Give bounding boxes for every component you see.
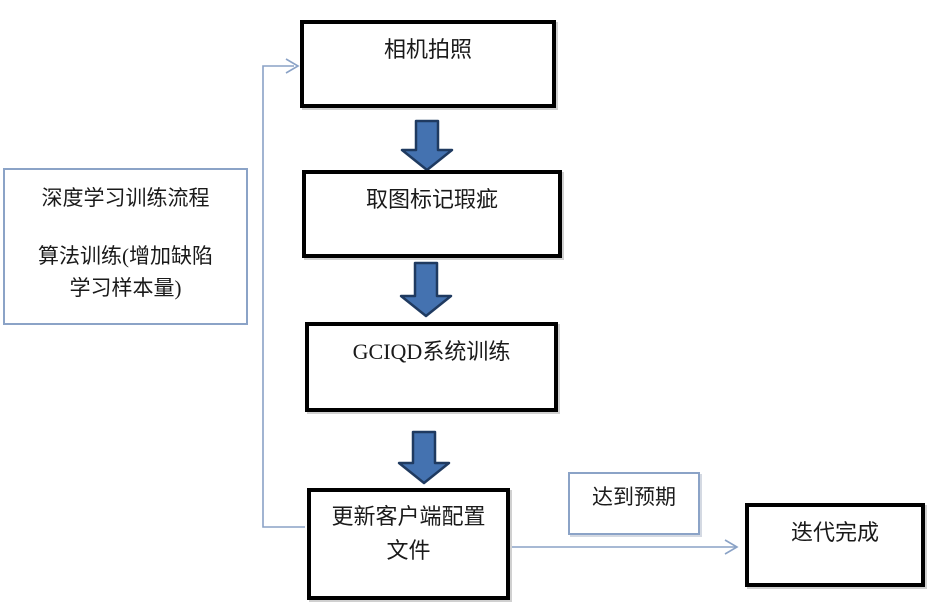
node-system-training-label: GCIQD系统训练 (352, 339, 511, 364)
down-arrow-icon-camera-to-mark (400, 119, 454, 172)
label-expectation-met-text: 达到预期 (592, 485, 676, 509)
down-arrow-icon-train-to-update (397, 430, 451, 485)
note-blank-line (5, 214, 246, 240)
node-camera-capture-label: 相机拍照 (383, 37, 472, 62)
loop-connector-arrowhead-icon (285, 58, 300, 74)
note-training-process-line1: 深度学习训练流程 (41, 186, 210, 210)
node-update-config-label-line1: 更新客户端配置 (331, 504, 486, 529)
note-training-process: 深度学习训练流程 算法训练(增加缺陷 学习样本量) (3, 168, 248, 325)
down-arrow-icon-mark-to-train (399, 261, 453, 318)
node-update-config: 更新客户端配置 文件 (307, 488, 510, 600)
done-connector-arrowhead-icon (724, 539, 739, 555)
loop-connector (262, 65, 305, 528)
node-system-training: GCIQD系统训练 (305, 322, 558, 412)
node-mark-defects-label: 取图标记瑕疵 (365, 187, 498, 212)
node-mark-defects: 取图标记瑕疵 (302, 170, 562, 258)
node-iteration-done: 迭代完成 (745, 503, 925, 587)
node-iteration-done-label: 迭代完成 (790, 520, 879, 545)
node-update-config-label-line2: 文件 (386, 538, 431, 563)
note-training-process-line2: 算法训练(增加缺陷 (38, 244, 213, 268)
node-camera-capture: 相机拍照 (300, 20, 556, 108)
note-training-process-line3: 学习样本量) (69, 276, 182, 300)
label-expectation-met: 达到预期 (568, 472, 700, 535)
